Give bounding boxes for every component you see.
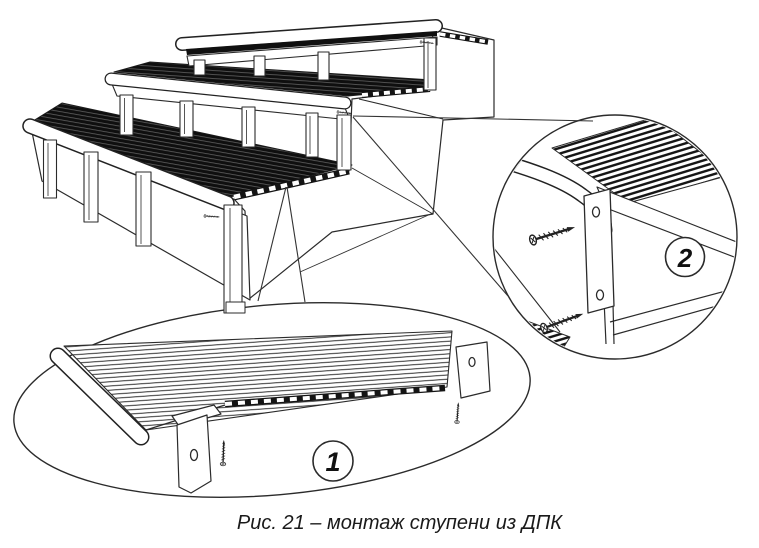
figure-caption: Рис. 21 – монтаж ступени из ДПК (40, 512, 759, 535)
callout-number: 1 (325, 447, 340, 477)
mounting-bracket (171, 404, 222, 494)
front-face-edge (494, 246, 561, 333)
callout-leader-lines (257, 115, 594, 303)
callout-badge-1: 1 (312, 440, 354, 482)
tread-surface-detail (63, 330, 453, 431)
top-step-rail (186, 36, 438, 67)
callout-number: 2 (677, 243, 693, 273)
detail-callout-1: 1 (13, 302, 531, 498)
support-leg (179, 100, 194, 138)
support-leg (135, 171, 152, 247)
bracket-hole (189, 448, 199, 462)
top-step (175, 19, 443, 91)
support-leg (423, 37, 437, 91)
support-leg (83, 151, 99, 223)
callout-leader-line (352, 116, 509, 297)
staircase (22, 19, 495, 314)
callout-leader-line (257, 186, 287, 302)
end-bracket (455, 341, 491, 399)
bracket-hole (591, 206, 601, 218)
support-leg (193, 59, 206, 76)
support-leg (317, 51, 330, 81)
mounting-bracket (583, 188, 615, 314)
support-leg (119, 94, 134, 136)
bottom-step (22, 102, 353, 314)
bracket-hole (595, 289, 605, 301)
top-step-shadow-band (186, 31, 437, 55)
side-division-edge (351, 167, 434, 215)
detail-callout-2: 2 (492, 114, 738, 360)
support-leg (42, 139, 58, 199)
callout-badge-2: 2 (664, 236, 706, 278)
figure-caption-text: Рис. 21 – монтаж ступени из ДПК (236, 512, 563, 534)
bracket-hole (468, 356, 476, 368)
callout-leader-line (286, 186, 306, 303)
callout-leader-line (352, 115, 594, 122)
support-leg (253, 55, 266, 77)
side-division-edge (358, 98, 444, 120)
support-leg (223, 204, 246, 314)
callout-leader-line (299, 212, 434, 273)
support-leg (336, 114, 352, 171)
support-leg (305, 112, 319, 158)
support-leg (241, 106, 256, 148)
